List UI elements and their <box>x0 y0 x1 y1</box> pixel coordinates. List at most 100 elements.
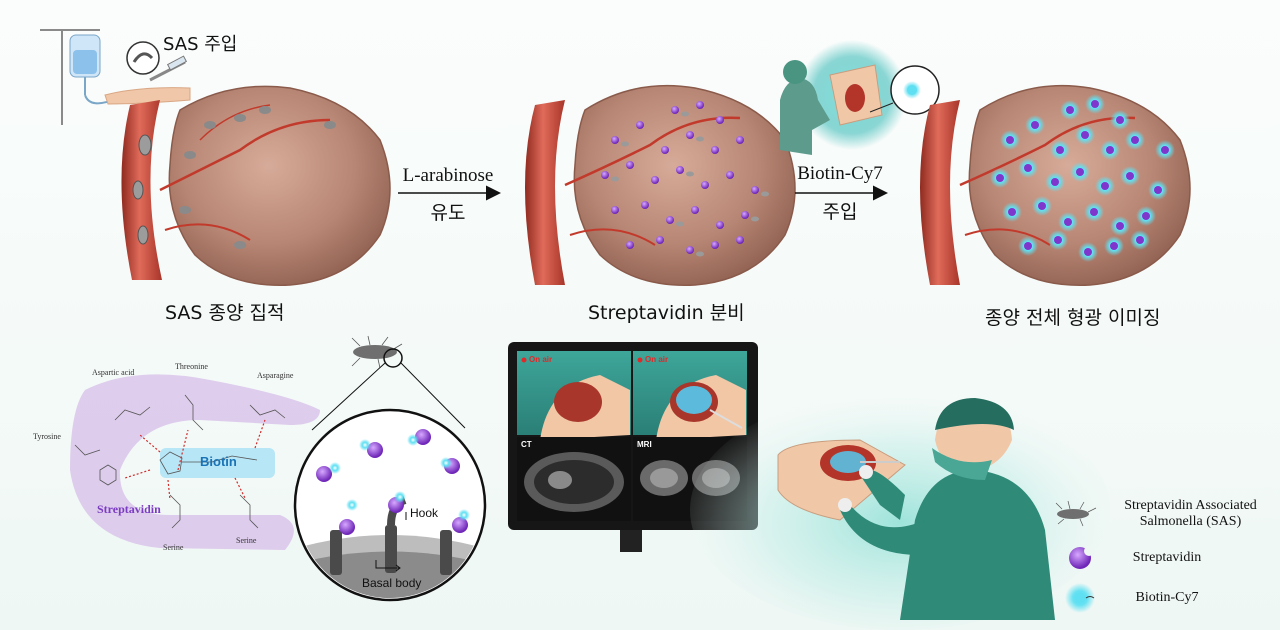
biotin-cy7-dot <box>1090 208 1098 216</box>
streptavidin-dot <box>686 246 694 254</box>
biotin-cy7-molecule <box>329 462 341 474</box>
streptavidin-dot <box>661 146 669 154</box>
biotin-cy7-molecule <box>394 491 406 503</box>
tyrosine-label: Tyrosine <box>33 432 61 441</box>
sas-bacterium <box>676 221 684 227</box>
stage2-tumor-illustration <box>525 84 796 286</box>
biotin-label: Biotin <box>200 454 237 469</box>
biotin-cy7-dot <box>1064 218 1072 226</box>
biotin-cy7-dot <box>1031 121 1039 129</box>
streptavidin-dot <box>711 146 719 154</box>
molecules-in-zoom <box>316 429 470 535</box>
biotin-cy7-dots-stage3 <box>990 94 1175 262</box>
biotin-cy7-dot <box>1136 236 1144 244</box>
streptavidin-dot <box>736 136 744 144</box>
stage3-label: 종양 전체 형광 이미징 <box>985 307 1161 329</box>
legend-sas-line1: Streptavidin Associated <box>1124 498 1257 513</box>
streptavidin-dot <box>701 181 709 189</box>
biotin-cy7-dot <box>996 174 1004 182</box>
stage1-tumor-illustration <box>121 85 391 286</box>
biotin-cy7-dot <box>1101 182 1109 190</box>
streptavidin-dot <box>691 206 699 214</box>
stage2-label-text: Streptavidin 분비 <box>588 302 745 324</box>
sas-bacterium <box>696 136 704 142</box>
biotin-cy7-dot <box>1066 106 1074 114</box>
biotin-cy7-dot <box>1161 146 1169 154</box>
sas-bacterium <box>696 251 704 257</box>
biotin-cy7-dot <box>1076 168 1084 176</box>
biotin-cy7-dot <box>1081 131 1089 139</box>
biotin-cy7-dot <box>1106 146 1114 154</box>
biotin-cy7-molecule <box>407 434 419 446</box>
biotin-cy7-dot <box>1056 146 1064 154</box>
surgeon-injection-illustration <box>780 40 940 155</box>
streptavidin-dot <box>751 186 759 194</box>
biotin-cy7-dot <box>1051 178 1059 186</box>
biotin-cy7-dot <box>1091 100 1099 108</box>
streptavidin-dot <box>736 236 744 244</box>
streptavidin-dot <box>651 176 659 184</box>
on-air-right: On air <box>645 355 669 364</box>
biotin-cy7-molecule <box>458 509 470 521</box>
streptavidin-dot <box>726 171 734 179</box>
streptavidin-dot <box>716 221 724 229</box>
biotin-cy7-dot <box>1024 164 1032 172</box>
biotin-cy7-dot <box>1116 222 1124 230</box>
serine-right-label: Serine <box>236 536 257 545</box>
legend-biotin-cy7-label: Biotin-Cy7 <box>1135 590 1199 605</box>
streptavidin-dot <box>716 116 724 124</box>
ct-label: CT <box>521 440 532 449</box>
injection-label: SAS 주입 <box>163 34 238 55</box>
streptavidin-dot <box>711 241 719 249</box>
legend-sas-line2: Salmonella (SAS) <box>1139 514 1242 529</box>
arrow1-bottom-label: 유도 <box>430 202 466 224</box>
streptavidin-dot <box>696 101 704 109</box>
legend-sas-label: Streptavidin Associated Salmonella (SAS) <box>1108 498 1273 530</box>
sas-bacterium <box>761 191 769 197</box>
biotin-cy7-dot <box>1038 202 1046 210</box>
streptavidin-dot <box>626 241 634 249</box>
streptavidin-label: Streptavidin <box>97 502 161 516</box>
sas-bacterium <box>681 111 689 117</box>
stage2-label: Streptavidin 분비 <box>588 298 745 325</box>
streptavidin-dot <box>626 161 634 169</box>
biotin-cy7-dot <box>1084 248 1092 256</box>
legend-biotin-cy7-icon <box>1065 583 1095 613</box>
streptavidin-dot <box>611 206 619 214</box>
biotin-cy7-dot <box>1008 208 1016 216</box>
streptavidin-dot <box>641 201 649 209</box>
streptavidin-molecule <box>367 442 383 458</box>
asparagine-label: Asparagine <box>257 371 294 380</box>
biotin-cy7-molecule <box>440 457 452 469</box>
streptavidin-dot <box>686 131 694 139</box>
biotin-cy7-dot <box>1142 212 1150 220</box>
streptavidin-dot <box>601 171 609 179</box>
binding-chemistry-diagram <box>70 374 320 550</box>
streptavidin-dot <box>676 166 684 174</box>
sas-bacteria-markers <box>179 106 336 249</box>
streptavidin-dot <box>611 136 619 144</box>
arrow2-bottom-label: 주입 <box>822 201 858 223</box>
on-air-left: On air <box>529 355 553 364</box>
streptavidin-dots-stage2 <box>601 101 769 257</box>
basal-body-label: Basal body <box>362 576 422 590</box>
stage1-label: SAS 종양 집적 <box>165 302 285 324</box>
legend-streptavidin-icon <box>1069 546 1094 569</box>
sas-bacterium <box>611 176 619 182</box>
biotin-cy7-molecule <box>359 439 371 451</box>
surgeon-illustration <box>690 390 1110 630</box>
biotin-cy7-dot <box>1131 136 1139 144</box>
streptavidin-dot <box>666 216 674 224</box>
aspartic-acid-label: Aspartic acid <box>92 368 135 377</box>
streptavidin-molecule <box>316 466 332 482</box>
legend-sas-icon <box>1055 500 1097 527</box>
mri-label: MRI <box>637 440 652 449</box>
biotin-cy7-dot <box>1126 172 1134 180</box>
streptavidin-dot <box>671 106 679 114</box>
biotin-cy7-dot <box>1024 242 1032 250</box>
arrow2-top-label: Biotin-Cy7 <box>797 163 883 184</box>
streptavidin-molecule <box>415 429 431 445</box>
streptavidin-dot <box>741 211 749 219</box>
